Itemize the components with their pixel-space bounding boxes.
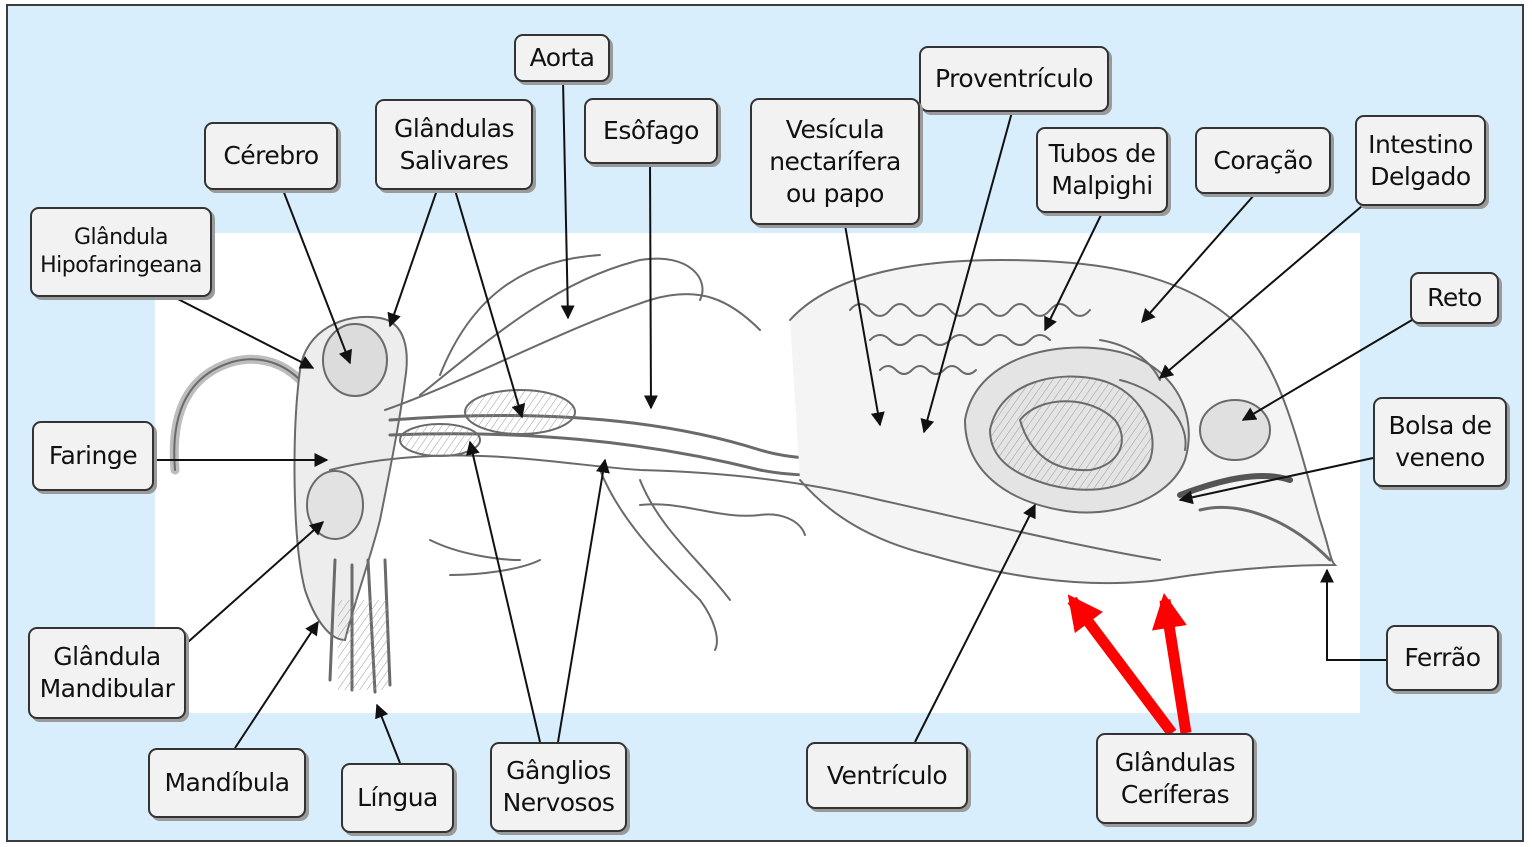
label-ferrao: Ferrão xyxy=(1386,625,1499,691)
label-proventriculo: Proventrículo xyxy=(919,46,1109,112)
label-lingua: Língua xyxy=(341,763,454,833)
label-faringe: Faringe xyxy=(32,421,154,491)
label-reto: Reto xyxy=(1410,272,1499,324)
label-glandula-mandibular: Glândula Mandibular xyxy=(28,627,186,719)
red-arrow-left xyxy=(1072,600,1172,733)
label-esofago: Esôfago xyxy=(584,98,718,164)
label-glandula-hipofaringeana: Glândula Hipofaringeana xyxy=(30,207,212,297)
highlight-arrows xyxy=(1072,600,1186,733)
label-mandibula: Mandíbula xyxy=(148,748,306,818)
bee-body-sketch xyxy=(174,255,1335,692)
label-ventriculo: Ventrículo xyxy=(806,742,968,809)
label-glandulas-salivares: Glândulas Salivares xyxy=(375,99,533,190)
label-aorta: Aorta xyxy=(514,34,610,82)
label-intestino-delgado: Intestino Delgado xyxy=(1355,115,1486,206)
label-ganglios-nervosos: Gânglios Nervosos xyxy=(490,742,627,832)
label-bolsa-de-veneno: Bolsa de veneno xyxy=(1373,397,1507,487)
label-glandulas-ceriferas: Glândulas Ceríferas xyxy=(1096,733,1254,824)
label-cerebro: Cérebro xyxy=(204,122,338,190)
label-tubos-de-malpighi: Tubos de Malpighi xyxy=(1036,127,1168,213)
label-coracao: Coração xyxy=(1195,127,1331,194)
label-vesicula-nectarifera: Vesícula nectarífera ou papo xyxy=(750,98,920,225)
red-arrow-right xyxy=(1165,600,1186,733)
